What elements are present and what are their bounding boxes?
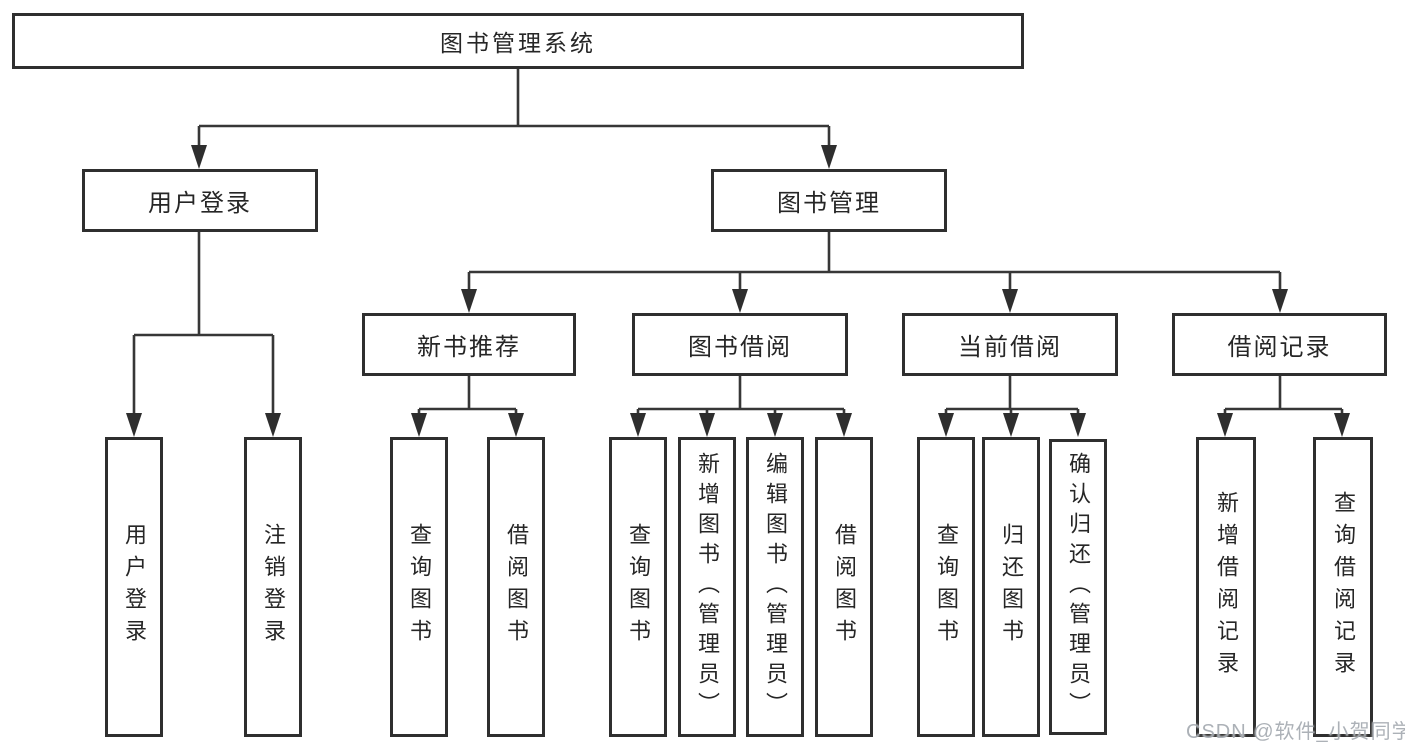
node-library-system: 图书管理系统 — [12, 13, 1024, 69]
leaf-logout: 注销登录 — [244, 437, 302, 737]
leaf-add-book-admin: 新增图书（管理员） — [678, 437, 736, 737]
leaf-return-book: 归还图书 — [982, 437, 1040, 737]
node-book-borrow: 图书借阅 — [632, 313, 848, 376]
leaf-query-borrow-record: 查询借阅记录 — [1313, 437, 1373, 737]
node-book-management: 图书管理 — [711, 169, 947, 232]
node-new-book-recommend: 新书推荐 — [362, 313, 576, 376]
leaf-query-book-1: 查询图书 — [390, 437, 448, 737]
leaf-add-borrow-record: 新增借阅记录 — [1196, 437, 1256, 737]
node-current-borrow: 当前借阅 — [902, 313, 1118, 376]
leaf-borrow-book-1: 借阅图书 — [487, 437, 545, 737]
leaf-borrow-book-2: 借阅图书 — [815, 437, 873, 737]
node-user-login: 用户登录 — [82, 169, 318, 232]
node-borrow-records: 借阅记录 — [1172, 313, 1387, 376]
leaf-user-login: 用户登录 — [105, 437, 163, 737]
csdn-watermark: CSDN @软件_小贺同学 — [1186, 721, 1405, 743]
leaf-confirm-return-admin: 确认归还（管理员） — [1049, 439, 1107, 735]
leaf-query-book-2: 查询图书 — [609, 437, 667, 737]
leaf-query-book-3: 查询图书 — [917, 437, 975, 737]
leaf-edit-book-admin: 编辑图书（管理员） — [746, 437, 804, 737]
